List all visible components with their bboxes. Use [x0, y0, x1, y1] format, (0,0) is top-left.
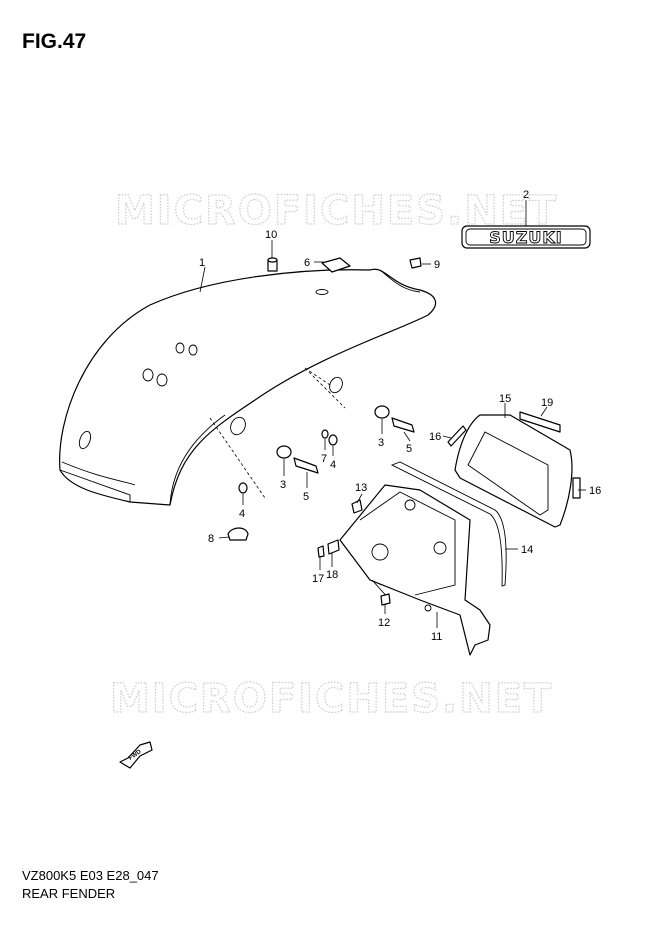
callout-15: 15 — [499, 393, 511, 405]
callout-labels: 1 2 10 6 9 3 5 3 5 7 4 4 8 13 15 19 16 1… — [199, 189, 601, 643]
washer-part-18 — [327, 539, 340, 555]
emblem-text: SUZUKI — [489, 228, 562, 247]
callout-3-lower: 3 — [280, 479, 286, 491]
bolt-part-12 — [380, 593, 391, 606]
callout-13: 13 — [355, 482, 367, 494]
callout-8: 8 — [208, 533, 214, 545]
collar-part-3-lower — [276, 445, 292, 459]
callout-7: 7 — [321, 453, 327, 465]
callout-17: 17 — [312, 573, 324, 585]
reflector-part-19 — [519, 411, 561, 433]
suzuki-emblem-part: SUZUKI — [461, 225, 591, 249]
fwd-arrow-icon: FWD — [119, 741, 153, 769]
grommet-part-4-upper — [328, 434, 338, 446]
screw-part-17 — [317, 545, 325, 558]
screw-part-9 — [409, 257, 422, 269]
callout-2: 2 — [523, 189, 529, 201]
rear-fender-part — [59, 268, 437, 506]
callout-12: 12 — [378, 617, 390, 629]
seal-strip-part-14 — [390, 461, 507, 587]
cushion-part-7 — [321, 429, 329, 439]
cap-part-8 — [227, 527, 249, 541]
callout-16-left: 16 — [429, 431, 441, 443]
callout-5-upper: 5 — [406, 443, 412, 455]
reflector-bracket-part-15 — [454, 414, 573, 528]
leader-lines — [199, 200, 586, 628]
callout-18: 18 — [326, 569, 338, 581]
callout-14: 14 — [521, 544, 533, 556]
callout-9: 9 — [434, 259, 440, 271]
model-code: VZ800K5 E03 E28_047 — [22, 868, 159, 883]
license-bracket-part-11 — [339, 484, 491, 656]
callout-4-upper: 4 — [330, 459, 336, 471]
reflector-part-16-left — [447, 425, 467, 447]
figure-title: FIG.47 — [22, 30, 87, 53]
callout-11: 11 — [431, 631, 442, 643]
callout-6: 6 — [304, 257, 310, 269]
bolt-part-5-upper — [391, 417, 415, 433]
collar-part-3-upper — [374, 405, 390, 419]
grommet-part-4-lower — [238, 482, 248, 494]
nut-part-10 — [267, 257, 278, 272]
callout-3-upper: 3 — [378, 437, 384, 449]
callout-5-lower: 5 — [303, 491, 309, 503]
reflector-part-16-right — [572, 477, 581, 499]
callout-4-lower: 4 — [239, 508, 245, 520]
watermark-bottom: MICROFICHES.NET — [110, 676, 553, 722]
callout-10: 10 — [265, 229, 277, 241]
clamp-part-13 — [351, 499, 363, 514]
callout-16-right: 16 — [589, 485, 601, 497]
grommet-part-6 — [321, 257, 351, 273]
callout-1: 1 — [199, 257, 205, 269]
bolt-part-5-lower — [293, 457, 319, 474]
page-caption: REAR FENDER — [22, 886, 116, 901]
callout-19: 19 — [541, 397, 553, 409]
